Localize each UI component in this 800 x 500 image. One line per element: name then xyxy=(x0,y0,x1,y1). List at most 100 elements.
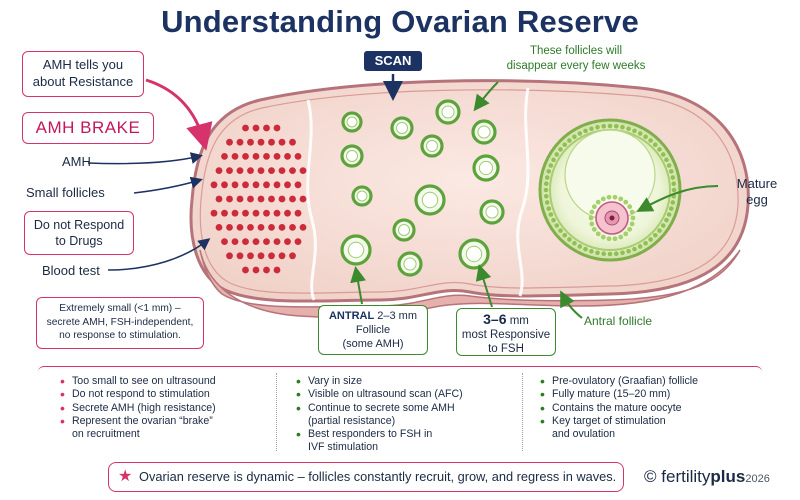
primordial-dot xyxy=(263,153,270,160)
list-item: Too small to see on ultrasound xyxy=(60,375,278,388)
granulosa-cell xyxy=(577,131,583,136)
cumulus-cell xyxy=(629,209,635,215)
primordial-dot xyxy=(278,252,286,260)
small-follicle-note: Extremely small (<1 mm) – secrete AMH, F… xyxy=(36,297,204,349)
granulosa-cell xyxy=(626,248,631,254)
primordial-dot xyxy=(231,238,239,246)
primordial-dot xyxy=(215,224,223,231)
scan-badge: SCAN xyxy=(364,51,422,71)
granulosa-cell xyxy=(546,206,552,211)
primordial-dot xyxy=(242,209,249,217)
granulosa-cell xyxy=(544,175,550,180)
primordial-dot xyxy=(242,181,249,189)
primordial-dot xyxy=(273,209,281,217)
primordial-dot xyxy=(284,238,291,246)
disappear-note: These follicles will disappear every few… xyxy=(506,45,646,72)
cumulus-cell xyxy=(606,236,612,242)
granulosa-cell xyxy=(572,134,577,140)
small-follicles-arrow xyxy=(133,176,203,194)
primordial-dot xyxy=(289,195,296,203)
primordial-dot xyxy=(273,181,281,189)
antral-follicle-core xyxy=(441,105,455,119)
antral-size-box: ANTRAL 2–3 mm Follicle (some AMH) xyxy=(318,305,428,355)
granulosa-cell xyxy=(544,181,549,187)
cumulus-cell xyxy=(589,221,595,227)
granulosa-cell xyxy=(554,152,560,157)
cumulus-cell xyxy=(600,196,606,202)
antral-follicle-core xyxy=(478,160,494,176)
antral-follicle-core xyxy=(346,150,358,162)
list-item: Pre-ovulatory (Graafian) follicle xyxy=(540,375,760,388)
granulosa-cell xyxy=(595,250,600,256)
feature-columns: Too small to see on ultrasoundDo not res… xyxy=(38,366,762,455)
granulosa-cell xyxy=(632,128,637,134)
granulosa-cell xyxy=(637,131,643,136)
granulosa-cell xyxy=(543,187,549,193)
primordial-dot xyxy=(263,266,270,274)
granulosa-cell xyxy=(657,147,662,152)
antral-follicle-core xyxy=(477,125,491,139)
primordial-dot xyxy=(252,124,260,132)
list-item: Do not respond to stimulation xyxy=(60,388,278,401)
primordial-dot xyxy=(226,224,233,231)
primordial-dot xyxy=(236,224,244,231)
granulosa-cell xyxy=(567,138,572,143)
cumulus-cell xyxy=(612,236,618,242)
primordial-dot xyxy=(252,153,260,160)
primordial-dot xyxy=(294,209,302,217)
granulosa-cell xyxy=(664,217,669,223)
primordial-dot xyxy=(273,153,281,160)
granulosa-cell xyxy=(660,223,666,228)
list-item: Visible on ultrasound scan (AFC) xyxy=(296,388,516,401)
granulosa-cell xyxy=(548,163,554,168)
primordial-dot xyxy=(221,238,228,246)
antral-follicle-core xyxy=(421,191,439,209)
cumulus-cell xyxy=(612,194,618,200)
primordial-dot xyxy=(210,209,218,217)
primordial-dot xyxy=(247,138,254,146)
granulosa-cell xyxy=(670,175,676,180)
cumulus-cell xyxy=(591,226,597,232)
antral-follicle-core xyxy=(347,241,365,259)
primordial-dot xyxy=(284,153,291,160)
cumulus-cell xyxy=(591,204,597,210)
primordial-dot xyxy=(278,138,286,146)
primordial-dot xyxy=(247,195,254,203)
primordial-dot xyxy=(268,138,275,146)
primordial-dot xyxy=(215,195,223,203)
primordial-dot xyxy=(247,252,254,260)
primordial-dot xyxy=(284,209,291,217)
granulosa-cell xyxy=(664,157,669,163)
primordial-dot xyxy=(236,252,244,260)
column-antral: Vary in sizeVisible on ultrasound scan (… xyxy=(296,375,516,455)
antral-follicle-core xyxy=(465,245,483,263)
cumulus-cell xyxy=(588,215,594,221)
antral-follicle-core xyxy=(396,122,408,134)
granulosa-cell xyxy=(648,237,653,242)
cumulus-cell xyxy=(627,204,633,210)
granulosa-cell xyxy=(657,228,662,233)
primordial-dot xyxy=(299,195,307,203)
primordial-dot xyxy=(289,138,296,146)
primordial-dot xyxy=(278,167,286,175)
resistance-box: AMH tells you about Resistance xyxy=(22,51,144,97)
granulosa-cell xyxy=(589,126,594,132)
granulosa-cell xyxy=(601,251,607,256)
cumulus-cell xyxy=(618,196,624,202)
granulosa-cell xyxy=(551,217,556,223)
granulosa-cell xyxy=(562,232,568,238)
primordial-dot xyxy=(221,209,228,217)
granulosa-cell xyxy=(544,193,549,199)
primordial-dot xyxy=(242,153,249,160)
granulosa-cell xyxy=(554,223,560,228)
granulosa-cell xyxy=(643,240,648,246)
granulosa-cell xyxy=(562,142,568,148)
granulosa-cell xyxy=(544,200,550,205)
primordial-dot xyxy=(242,238,249,246)
primordial-dot xyxy=(236,167,244,175)
granulosa-cell xyxy=(671,187,677,193)
ovary-rim xyxy=(199,89,739,294)
cumulus-cell xyxy=(623,231,629,237)
